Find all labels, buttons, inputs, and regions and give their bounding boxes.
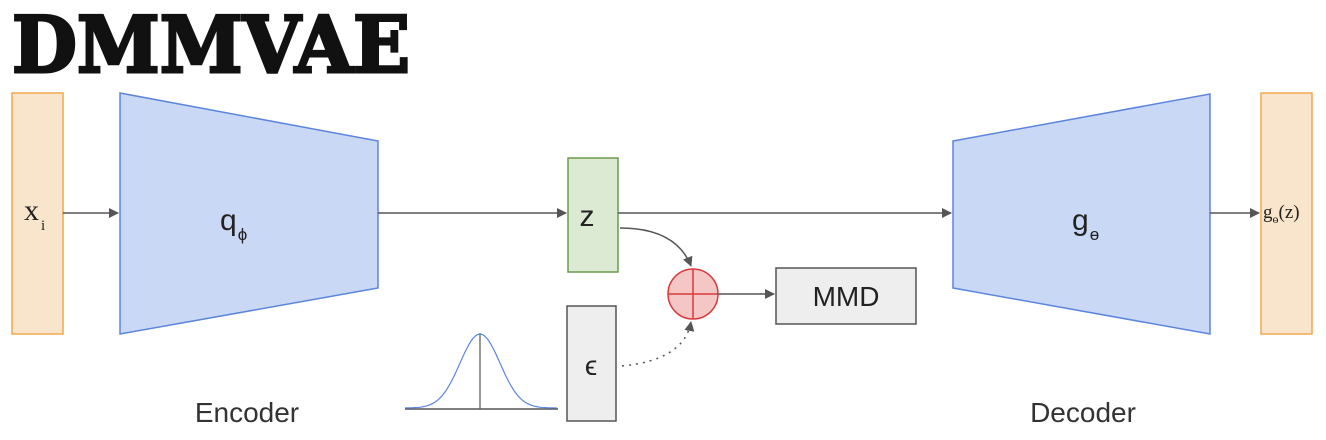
decoder-block bbox=[952, 93, 1211, 335]
noise-box bbox=[566, 305, 617, 422]
decoder-caption: Decoder bbox=[1030, 397, 1136, 428]
arrow-noise-to-sum bbox=[621, 321, 695, 367]
latent-box bbox=[567, 157, 619, 273]
diagram-title: DMMVAE bbox=[12, 0, 410, 91]
latent-label: z bbox=[580, 200, 595, 233]
output-label: gɵ(z) bbox=[1263, 202, 1300, 226]
output-bar bbox=[1260, 92, 1313, 335]
encoder-caption: Encoder bbox=[195, 397, 299, 428]
mmd-label: MMD bbox=[813, 281, 880, 312]
decoder-label: gɵ bbox=[1072, 204, 1099, 244]
input-bar bbox=[11, 92, 64, 335]
arrow-latent-to-sum bbox=[619, 227, 693, 267]
gaussian-curve-icon bbox=[404, 333, 558, 409]
noise-label: ϵ bbox=[585, 350, 597, 381]
encoder-block bbox=[119, 92, 379, 335]
mmd-box bbox=[775, 267, 917, 325]
encoder-label: qϕ bbox=[220, 204, 247, 244]
